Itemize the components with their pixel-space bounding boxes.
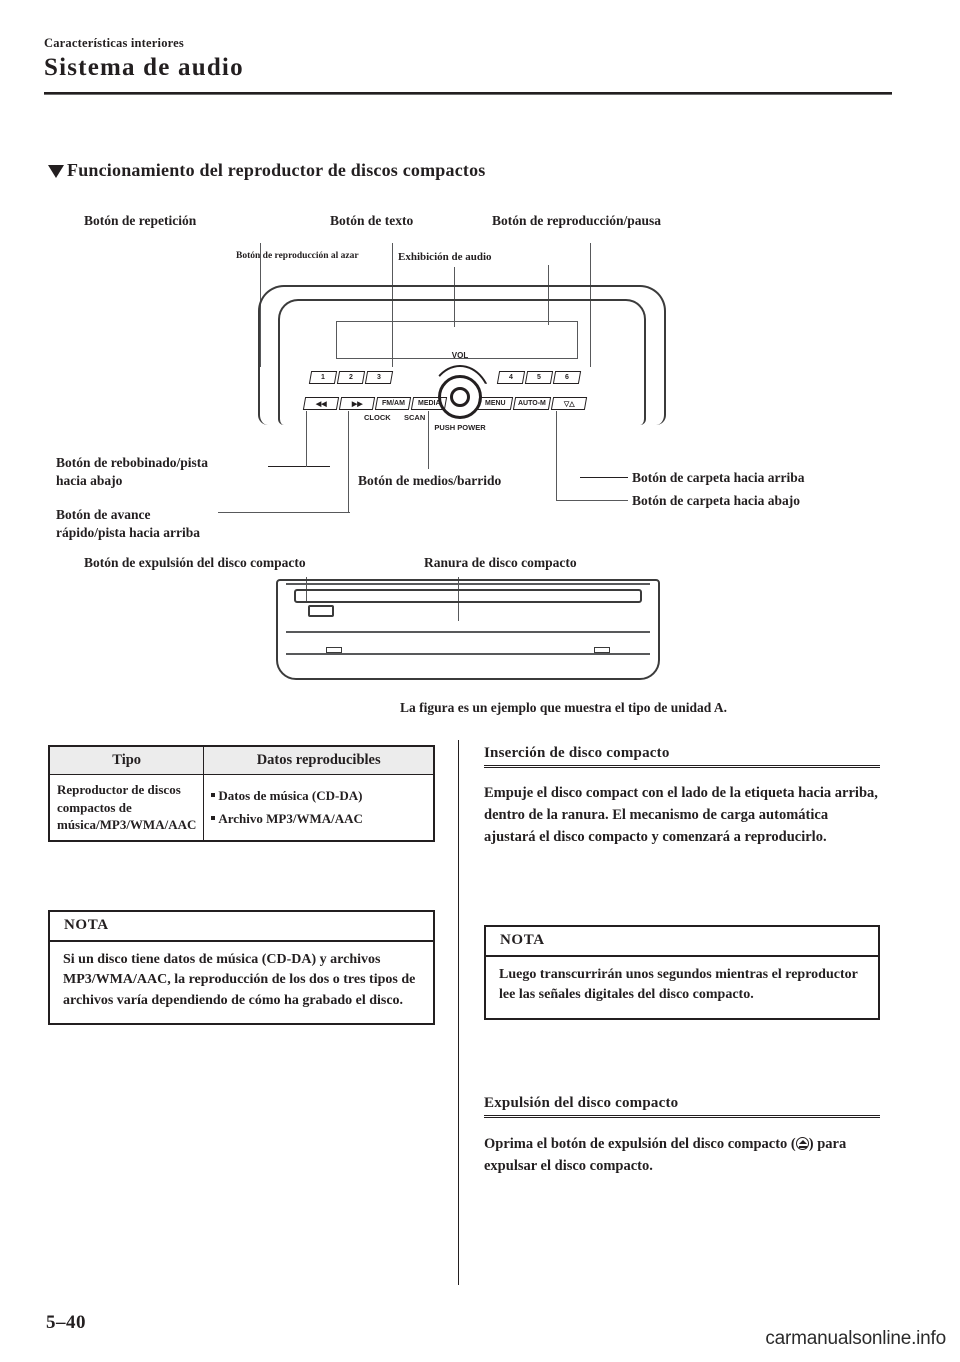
- slot-tab: [594, 647, 610, 653]
- subsection-heading-label: Funcionamiento del reproductor de discos…: [67, 160, 486, 180]
- page-title: Sistema de audio: [44, 54, 244, 81]
- function-buttons-left: ◀◀ ▶▶ FM/AM MEDIA: [302, 397, 448, 410]
- volume-knob[interactable]: [438, 375, 482, 419]
- page-number: 5–40: [46, 1312, 86, 1333]
- unit-outer-bezel: [258, 285, 666, 425]
- leader-line: [306, 411, 307, 467]
- preset-button-3[interactable]: 3: [364, 371, 394, 384]
- column-header-type: Tipo: [48, 745, 205, 775]
- callout-play-pause-button: Botón de reproducción/pausa: [492, 213, 662, 228]
- leader-line: [556, 500, 628, 501]
- volume-label: VOL: [451, 351, 469, 360]
- folder-buttons[interactable]: ▽△: [550, 397, 588, 410]
- heading-cd-insertion: Inserción de disco compacto: [484, 745, 880, 768]
- note-title: NOTA: [486, 927, 878, 957]
- paragraph-cd-ejection: Oprima el botón de expulsión del disco c…: [484, 1133, 880, 1177]
- callout-fast-forward-button-line2: rápido/pista hacia arriba: [56, 525, 201, 540]
- clock-sub-label: CLOCK: [364, 413, 391, 422]
- header-divider: [44, 92, 892, 95]
- column-divider: [458, 740, 459, 1285]
- slot-edge-line: [286, 583, 650, 585]
- list-item: Datos de música (CD-DA): [211, 787, 426, 805]
- preset-button-6[interactable]: 6: [552, 371, 582, 384]
- callout-rewind-button-line2: hacia abajo: [56, 473, 123, 488]
- triangle-down-icon: [48, 165, 64, 178]
- preset-button-5[interactable]: 5: [524, 371, 554, 384]
- leader-line: [428, 411, 429, 469]
- audio-display-screen: [336, 321, 578, 359]
- slot-body: [276, 579, 660, 680]
- cell-playable-data: Datos de música (CD-DA) Archivo MP3/WMA/…: [203, 773, 435, 842]
- leader-line: [556, 411, 557, 501]
- slot-panel-line: [286, 631, 650, 633]
- preset-button-1[interactable]: 1: [308, 371, 338, 384]
- eject-text-before: Oprima el botón de expulsión del disco c…: [484, 1136, 796, 1152]
- eject-icon: [795, 1137, 809, 1150]
- leader-line: [260, 243, 261, 273]
- paragraph-cd-insertion: Empuje el disco compact con el lado de l…: [484, 785, 878, 846]
- list-item: Archivo MP3/WMA/AAC: [211, 810, 426, 828]
- callout-eject-button: Botón de expulsión del disco compacto: [84, 555, 306, 570]
- leader-line: [458, 577, 459, 621]
- note-body: Luego transcurrirán unos segundos mientr…: [499, 967, 858, 1003]
- fast-forward-track-up-button[interactable]: ▶▶: [338, 397, 376, 410]
- callout-folder-up-button: Botón de carpeta hacia arriba: [632, 470, 805, 485]
- leader-line: [260, 267, 261, 367]
- cd-eject-button[interactable]: [308, 605, 334, 617]
- square-bullet-icon: [211, 815, 216, 820]
- callout-random-button: Botón de reproducción al azar: [236, 251, 359, 261]
- slot-panel-line: [286, 653, 650, 655]
- slot-tab: [326, 647, 342, 653]
- chapter-title: Características interiores: [44, 36, 184, 50]
- square-bullet-icon: [211, 793, 216, 798]
- table-row: Reproductor de discos compactos de músic…: [48, 773, 435, 842]
- leader-line: [392, 243, 393, 367]
- cell-player-type: Reproductor de discos compactos de músic…: [48, 773, 205, 842]
- note-title: NOTA: [50, 912, 433, 942]
- unit-inner-bezel: [278, 299, 646, 425]
- scan-sub-label: SCAN: [404, 413, 426, 422]
- leader-line: [268, 466, 330, 467]
- cd-slot-illustration: [268, 575, 668, 680]
- leader-line: [348, 411, 349, 513]
- leader-line: [548, 265, 549, 325]
- callout-repeat-button: Botón de repetición: [84, 213, 197, 228]
- fm-am-button[interactable]: FM/AM: [374, 397, 412, 410]
- preset-buttons-left: 1 2 3: [308, 371, 394, 384]
- callout-audio-display: Exhibición de audio: [398, 251, 492, 263]
- rewind-track-down-button[interactable]: ◀◀: [302, 397, 340, 410]
- note-box-right: NOTA Luego transcurrirán unos segundos m…: [484, 925, 880, 1020]
- leader-line: [580, 477, 628, 478]
- watermark: carmanualsonline.info: [765, 1328, 946, 1349]
- page-header: Características interiores Sistema de au…: [44, 36, 892, 95]
- leader-line: [454, 267, 455, 327]
- audio-unit-figure: Botón de repetición Botón de texto Botón…: [40, 205, 920, 725]
- leader-line: [218, 512, 350, 513]
- table-header-row: Tipo Datos reproducibles: [48, 745, 435, 775]
- callout-cd-slot: Ranura de disco compacto: [424, 555, 577, 570]
- subsection-heading: Funcionamiento del reproductor de discos…: [48, 160, 486, 181]
- preset-buttons-right: 4 5 6: [496, 371, 582, 384]
- heading-cd-ejection: Expulsión del disco compacto: [484, 1095, 880, 1118]
- volume-arc-decoration: [428, 365, 492, 405]
- column-header-data: Datos reproducibles: [203, 745, 435, 775]
- playable-data-table: Tipo Datos reproducibles Reproductor de …: [48, 745, 435, 842]
- callout-folder-down-button: Botón de carpeta hacia abajo: [632, 493, 800, 508]
- note-box-left: NOTA Si un disco tiene datos de música (…: [48, 910, 435, 1025]
- cd-slot-opening[interactable]: [294, 589, 642, 603]
- callout-media-scan-button: Botón de medios/barrido: [358, 473, 502, 488]
- function-buttons-right: MENU AUTO-M ▽△: [476, 397, 588, 410]
- leader-line: [590, 243, 591, 367]
- push-power-label: PUSH POWER: [434, 423, 486, 432]
- audio-unit-illustration: 1 2 3 4 5 6 ◀◀ ▶▶ FM/AM MEDIA CLOCK SCAN…: [252, 275, 672, 435]
- eject-text-after: ) para expulsar el disco compacto.: [484, 1136, 847, 1175]
- callout-text-button: Botón de texto: [330, 213, 414, 228]
- callout-fast-forward-button-line1: Botón de avance: [56, 507, 151, 522]
- figure-caption: La figura es un ejemplo que muestra el t…: [400, 700, 728, 715]
- note-body: Si un disco tiene datos de música (CD-DA…: [63, 952, 416, 1008]
- auto-m-button[interactable]: AUTO-M: [512, 397, 552, 410]
- callout-rewind-button-line1: Botón de rebobinado/pista: [56, 455, 209, 470]
- preset-button-2[interactable]: 2: [336, 371, 366, 384]
- preset-button-4[interactable]: 4: [496, 371, 526, 384]
